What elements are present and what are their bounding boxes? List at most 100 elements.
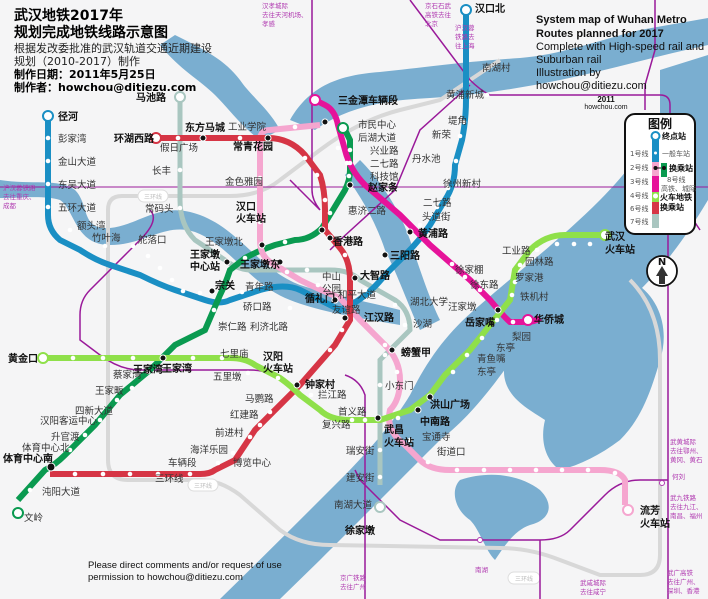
subtitle-cn-line2: 规划（2010-2017）制作 <box>14 55 140 68</box>
svg-text:深圳、香港: 深圳、香港 <box>667 586 700 595</box>
svg-text:钟家村: 钟家村 <box>305 378 335 391</box>
svg-text:徐州新村: 徐州新村 <box>443 178 482 190</box>
svg-text:首义路: 首义路 <box>338 406 367 418</box>
svg-text:公园: 公园 <box>322 284 341 295</box>
svg-text:徐家墩: 徐家墩 <box>344 524 376 537</box>
svg-text:高铁去往: 高铁去往 <box>425 10 452 19</box>
svg-text:常青花园: 常青花园 <box>233 140 273 153</box>
svg-text:东方马城: 东方马城 <box>185 121 225 134</box>
svg-text:蔡家湾: 蔡家湾 <box>113 369 142 381</box>
svg-text:南湖村: 南湖村 <box>482 62 511 74</box>
svg-text:硚口路: 硚口路 <box>243 301 272 313</box>
svg-text:兴业路: 兴业路 <box>370 145 399 157</box>
title-cn-line2: 规划完成地铁线路示意图 <box>14 25 168 41</box>
author-cn: 制作者：howchou@ditiezu.com <box>14 81 197 94</box>
svg-text:京石石武: 京石石武 <box>425 1 452 10</box>
year-label: 2011 <box>597 95 615 104</box>
svg-text:二七路: 二七路 <box>423 197 452 209</box>
svg-text:三阳路: 三阳路 <box>390 249 421 262</box>
svg-text:黄冈、黄石: 黄冈、黄石 <box>670 455 703 464</box>
svg-text:小东门: 小东门 <box>385 380 414 392</box>
svg-text:前进村: 前进村 <box>215 427 244 439</box>
svg-text:竹叶海: 竹叶海 <box>92 232 121 244</box>
svg-text:和平大道: 和平大道 <box>338 289 377 301</box>
svg-text:罗家港: 罗家港 <box>515 272 544 284</box>
svg-text:瑞安街: 瑞安街 <box>346 445 375 457</box>
svg-text:头道街: 头道街 <box>422 211 451 223</box>
svg-text:循礼门: 循礼门 <box>305 292 335 305</box>
svg-text:赵家条: 赵家条 <box>367 181 399 194</box>
svg-text:武广高铁: 武广高铁 <box>667 568 694 577</box>
svg-text:沪汉蓉铁路: 沪汉蓉铁路 <box>3 183 36 192</box>
svg-text:升官渡: 升官渡 <box>51 431 80 443</box>
line-3 <box>15 128 353 503</box>
site-label: howchou.com <box>584 104 628 111</box>
svg-text:2号线: 2号线 <box>630 163 648 172</box>
svg-text:图例: 图例 <box>648 116 672 131</box>
svg-text:假日广场: 假日广场 <box>160 142 198 154</box>
svg-text:三金潭车辆段: 三金潭车辆段 <box>338 94 398 107</box>
subtitle-en-line1: Complete with High-speed rail and <box>536 41 705 53</box>
svg-text:马鹦路: 马鹦路 <box>245 393 274 405</box>
svg-text:园林路: 园林路 <box>525 256 554 268</box>
svg-text:高铁、城际: 高铁、城际 <box>661 184 696 193</box>
svg-text:车辆段: 车辆段 <box>168 457 197 469</box>
svg-text:8号线: 8号线 <box>667 175 685 184</box>
svg-text:彭家湾: 彭家湾 <box>58 133 87 145</box>
svg-text:红建路: 红建路 <box>230 409 259 421</box>
svg-text:火车地铁: 火车地铁 <box>660 192 692 202</box>
svg-text:中山: 中山 <box>322 271 341 283</box>
svg-text:华侨城: 华侨城 <box>534 313 564 326</box>
svg-text:黄金口: 黄金口 <box>8 352 38 365</box>
svg-text:江汉路: 江汉路 <box>364 311 395 324</box>
ring-road-label-left: 三环线 <box>137 189 169 203</box>
svg-text:去往广州、: 去往广州、 <box>667 577 700 586</box>
svg-text:去往鄂州、: 去往鄂州、 <box>670 446 703 455</box>
station-nanhu-rail <box>477 537 483 543</box>
svg-text:螃蟹甲: 螃蟹甲 <box>401 346 431 359</box>
svg-text:后湖大道: 后湖大道 <box>358 132 397 144</box>
svg-text:武咸城际: 武咸城际 <box>580 578 607 587</box>
svg-text:博览中心: 博览中心 <box>233 457 272 469</box>
ring-road-label-bottom: 三环线 三环线 <box>187 478 541 585</box>
svg-text:黄浦新城: 黄浦新城 <box>446 89 485 101</box>
svg-text:友谊路: 友谊路 <box>332 304 361 316</box>
svg-text:武黄城际: 武黄城际 <box>670 437 697 446</box>
title-en-line2: Routes planned for 2017 <box>536 28 664 40</box>
svg-text:科技馆: 科技馆 <box>370 171 399 183</box>
title-block-cn: 武汉地铁2017年 规划完成地铁线路示意图 根据发改委批准的武汉轨道交通近期建设… <box>14 8 212 94</box>
svg-text:成都: 成都 <box>3 201 17 210</box>
svg-text:7号线: 7号线 <box>630 217 648 226</box>
svg-text:利济北路: 利济北路 <box>250 321 289 333</box>
svg-text:街道口: 街道口 <box>437 446 466 458</box>
svg-text:汪家墩: 汪家墩 <box>448 301 477 313</box>
subtitle-en-line2: Suburban rail <box>536 54 602 66</box>
svg-text:终点站: 终点站 <box>661 131 686 141</box>
svg-text:三环线: 三环线 <box>194 482 212 490</box>
legend-contents: 图例 终点站 一般车站 换乘站 8号线 高铁、城际 火车地铁 换乘站 1号线 2… <box>624 113 696 235</box>
svg-text:文岭: 文岭 <box>24 512 44 524</box>
svg-text:三环线: 三环线 <box>144 193 162 201</box>
rail-notes: 沪汉蓉铁路 去往重庆、 成都 汉孝城际 去往天河机场、 孝感 京石石武 高铁去往… <box>3 1 703 596</box>
svg-text:洪山广场: 洪山广场 <box>430 398 470 411</box>
svg-text:王家畈: 王家畈 <box>95 385 124 397</box>
svg-text:二七路: 二七路 <box>370 158 399 170</box>
svg-text:梨园: 梨园 <box>512 331 531 343</box>
footer-note: Please direct comments and/or request of… <box>88 560 282 584</box>
svg-text:铁路去: 铁路去 <box>455 32 475 41</box>
svg-text:王家墩东: 王家墩东 <box>240 258 280 271</box>
transfer-stations <box>46 118 502 472</box>
line-4 <box>43 232 605 423</box>
svg-text:海洋乐园: 海洋乐园 <box>190 444 228 456</box>
svg-text:中心站: 中心站 <box>190 260 220 273</box>
subtitle-cn-line1: 根据发改委批准的武汉轨道交通近期建设 <box>14 42 212 55</box>
svg-text:一般车站: 一般车站 <box>662 149 690 158</box>
svg-text:复兴路: 复兴路 <box>322 419 351 431</box>
svg-text:火车站: 火车站 <box>384 436 414 449</box>
ring-road <box>106 58 662 577</box>
footer-line2: permission to howchou@ditiezu.com <box>88 572 243 583</box>
svg-text:湖北大学: 湖北大学 <box>410 296 448 308</box>
title-en-line1: System map of Wuhan Metro <box>536 14 687 26</box>
svg-text:京广铁路: 京广铁路 <box>340 573 367 582</box>
svg-text:换乘站: 换乘站 <box>669 163 693 173</box>
